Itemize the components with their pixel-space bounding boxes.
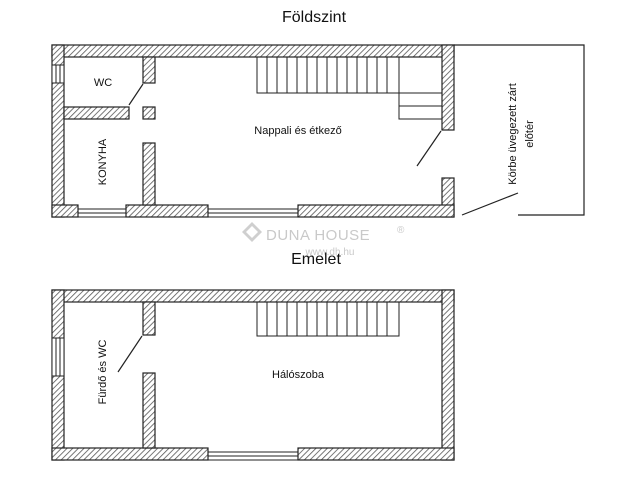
vestibule-outline <box>454 44 585 216</box>
room-label-haloszoba: Hálószoba <box>272 369 325 381</box>
diamond-icon <box>242 222 262 242</box>
room-label-wc: WC <box>94 77 112 89</box>
room-label-furdo: Fürdő és WC <box>97 340 109 405</box>
ground-floor-openings <box>51 64 298 218</box>
watermark-brand: DUNA HOUSE <box>266 227 370 244</box>
room-label-nappali: Nappali és étkező <box>254 125 341 137</box>
watermark-url: www.dh.hu <box>305 247 355 258</box>
watermark-registered-mark: ® <box>397 225 405 236</box>
ground-floor-door-swings <box>128 83 519 216</box>
ground-floor-title: Földszint <box>282 9 347 26</box>
room-label-eloter-line2: előtér <box>524 120 536 148</box>
ground-floor-stairs <box>256 56 443 120</box>
room-label-eloter-line1: Körbe üvegezett zárt <box>507 83 519 185</box>
upper-floor-walls <box>51 289 455 461</box>
duna-house-logo: DUNA HOUSE ® www.dh.hu <box>242 222 405 258</box>
ground-floor-walls <box>51 44 455 218</box>
room-label-konyha: KONYHA <box>97 138 109 185</box>
upper-floor-openings <box>51 337 298 461</box>
upper-floor-stairs <box>256 301 400 337</box>
upper-floor-door-swings <box>117 335 143 373</box>
upper-floor-title: Emelet <box>291 251 341 268</box>
